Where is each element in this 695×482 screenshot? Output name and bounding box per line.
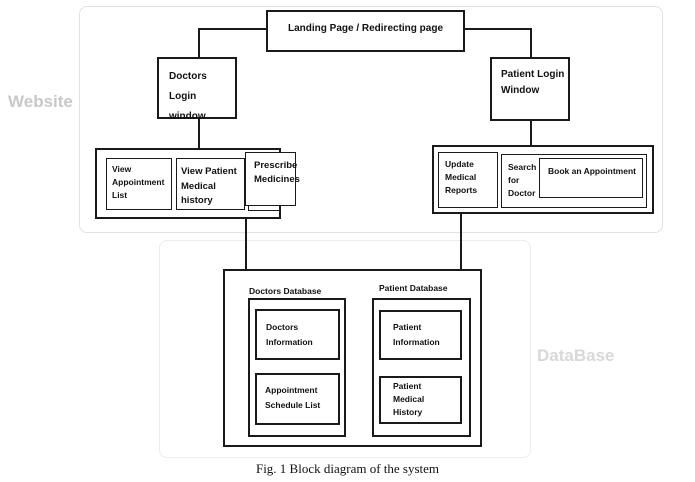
doctors-db-box: Doctors Information Appointment Schedule… — [248, 298, 346, 437]
connector-patient-actions-to-db — [460, 213, 462, 270]
update-reports-label: Update Medical Reports — [445, 159, 478, 195]
connector-landing-right-v — [530, 28, 532, 58]
doctors-login-label: Doctors Login window — [169, 71, 207, 122]
database-region-label: DataBase — [537, 346, 615, 365]
patient-history-box: Patient Medical History — [379, 376, 462, 424]
patient-db-box: Patient Information Patient Medical Hist… — [372, 298, 471, 437]
appointment-schedule-box: Appointment Schedule List — [255, 373, 340, 425]
patient-info-label: Patient Information — [393, 322, 440, 348]
landing-page-label: Landing Page / Redirecting page — [287, 23, 444, 34]
search-doctor-box: Search for Doctor Book an Appointment — [501, 154, 647, 208]
doctors-db-title: Doctors Database — [249, 286, 322, 296]
doctors-login-box: Doctors Login window — [157, 57, 237, 122]
figure-caption: Fig. 1 Block diagram of the system — [255, 461, 440, 476]
view-patient-history-box: View Patient Medical history — [176, 158, 245, 210]
patient-actions-group: Update Medical Reports Search for Doctor… — [432, 145, 654, 214]
prescribe-box-outer: Prescribe Medicines — [245, 152, 300, 206]
database-container: Doctors Database Patient Database Doctor… — [223, 269, 482, 447]
connector-doctor-to-actions — [198, 118, 200, 150]
appointment-schedule-label: Appointment Schedule List — [265, 385, 321, 411]
patient-login-box: Patient Login Window — [490, 57, 570, 121]
patient-info-box: Patient Information — [379, 310, 462, 360]
connector-landing-right-h — [464, 28, 532, 30]
prescribe-label: Prescribe Medicines — [254, 160, 300, 185]
view-appointment-box: View Appointment List — [106, 158, 172, 210]
view-patient-history-label: View Patient Medical history — [181, 166, 237, 207]
view-appointment-label: View Appointment List — [112, 164, 165, 201]
patient-db-title: Patient Database — [379, 283, 448, 293]
landing-page-box: Landing Page / Redirecting page — [266, 10, 465, 52]
connector-doctor-actions-to-db — [245, 218, 247, 270]
connector-landing-left-v — [198, 28, 200, 58]
doctors-info-box: Doctors Information — [255, 309, 340, 360]
patient-login-label: Patient Login Window — [501, 69, 565, 96]
database-region — [159, 240, 531, 458]
update-reports-box: Update Medical Reports — [438, 152, 498, 208]
website-region — [79, 6, 663, 233]
website-region-label: Website — [8, 92, 73, 111]
connector-patient-to-actions — [530, 120, 532, 146]
search-doctor-label: Search for Doctor — [508, 162, 537, 198]
connector-landing-left-h — [198, 28, 268, 30]
patient-history-label: Patient Medical History — [393, 381, 425, 418]
book-appointment-label: Book an Appointment — [548, 166, 636, 176]
doctors-info-label: Doctors Information — [266, 322, 313, 348]
book-appointment-box: Book an Appointment — [539, 158, 643, 198]
